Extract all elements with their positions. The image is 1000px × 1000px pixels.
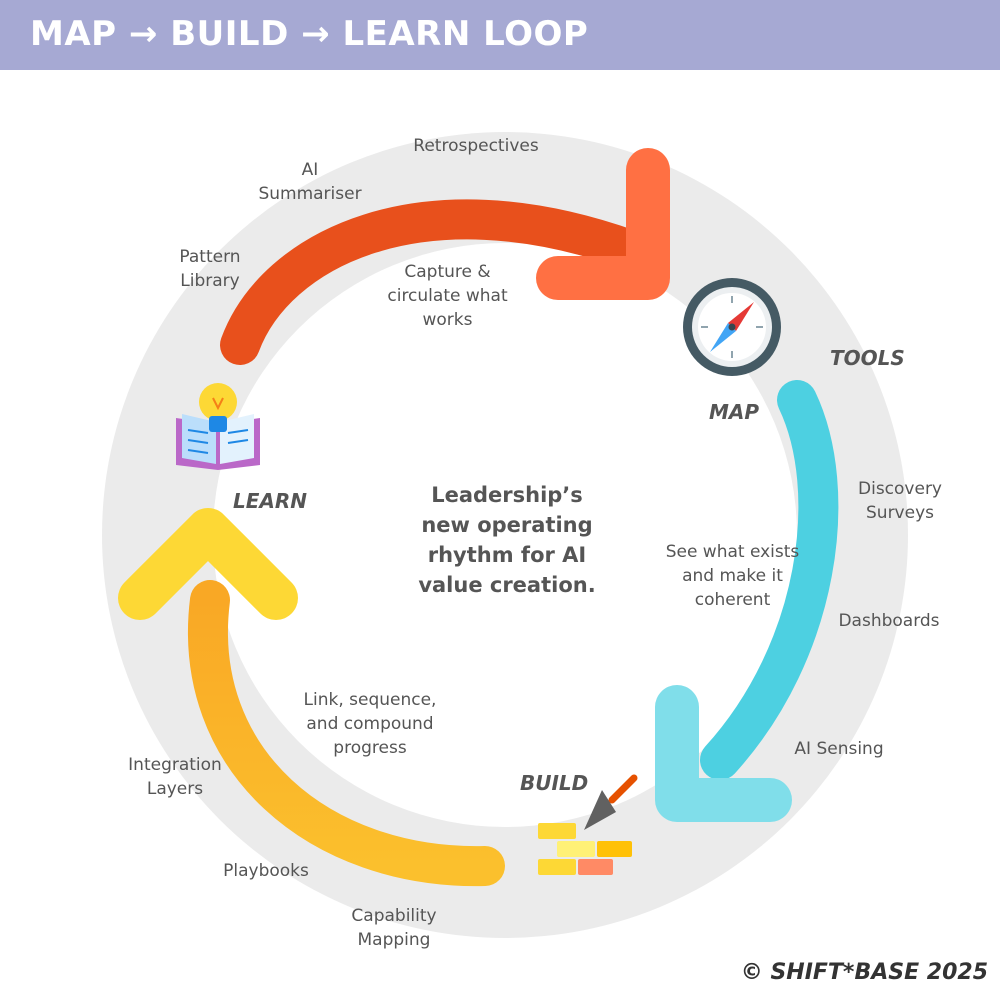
header-bar: MAP → BUILD → LEARN LOOP: [0, 0, 1000, 70]
map-arrow-head: [655, 685, 792, 822]
learn-arrow-caption: Capture & circulate what works: [387, 262, 508, 330]
tool-label: AI Sensing: [794, 739, 884, 759]
tool-label: Playbooks: [223, 861, 309, 881]
stage-label-learn: LEARN: [233, 489, 308, 513]
learn-arrow-head: [536, 148, 670, 300]
tool-label: Retrospectives: [413, 136, 539, 156]
center-statement: Leadership’s new operating rhythm for AI…: [418, 483, 596, 597]
learn-arrow-arc: [220, 199, 650, 365]
tool-label: Integration Layers: [128, 755, 222, 799]
map-arrow-arc: [700, 380, 839, 780]
compass-icon: [683, 278, 781, 376]
map-arrow-caption: See what exists and make it coherent: [665, 542, 800, 610]
build-arrow-caption: Link, sequence, and compound progress: [303, 690, 437, 758]
tools-label: TOOLS: [830, 346, 905, 370]
copyright: © SHIFT*BASE 2025: [740, 960, 988, 985]
stage-label-build: BUILD: [520, 771, 589, 795]
build-arrow-head: [118, 508, 298, 620]
bricks-trowel-icon: [538, 774, 638, 875]
loop-ring-inner: [213, 243, 797, 827]
tool-label: AI Summariser: [258, 160, 362, 204]
build-arrow-arc: [188, 580, 505, 887]
stage-label-map: MAP: [709, 400, 760, 424]
tool-label: Dashboards: [838, 611, 940, 631]
page-title: MAP → BUILD → LEARN LOOP: [30, 14, 589, 54]
tool-label: Discovery Surveys: [858, 479, 942, 523]
tool-label: Pattern Library: [179, 247, 241, 291]
tool-label: Capability Mapping: [351, 906, 437, 950]
book-lightbulb-icon: [176, 383, 260, 470]
